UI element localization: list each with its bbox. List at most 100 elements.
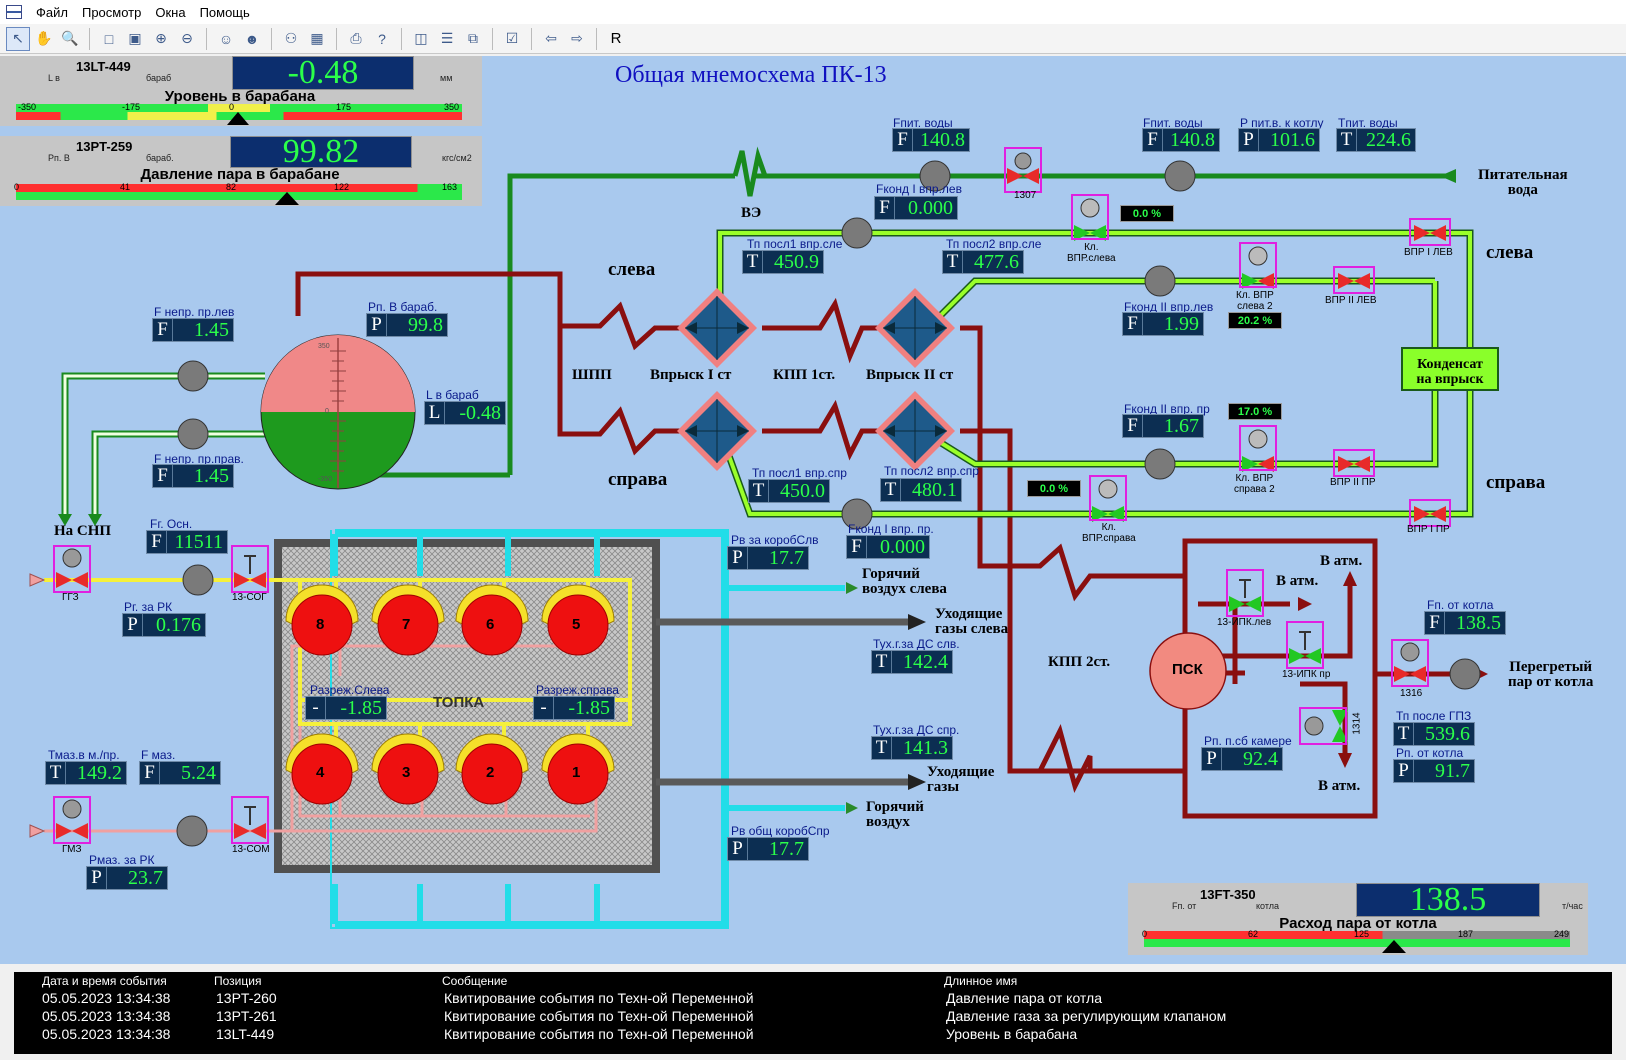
value-number: 1.67: [1164, 414, 1199, 437]
value-letter: T: [872, 651, 892, 673]
split-horizontal-icon[interactable]: ☰: [440, 30, 454, 46]
burner-2[interactable]: 2: [486, 764, 495, 781]
menu-view[interactable]: Просмотр: [81, 4, 142, 20]
event-row-time[interactable]: 05.05.2023 13:34:38: [42, 1008, 171, 1024]
event-row-longname[interactable]: Давление пара от котла: [946, 990, 1102, 1006]
event-row-longname[interactable]: Давление газа за регулирующим клапаном: [946, 1008, 1227, 1024]
scale-tick: 175: [336, 102, 352, 112]
burner-5[interactable]: 5: [572, 616, 581, 633]
event-row-message[interactable]: Квитирование события по Техн-ой Переменн…: [444, 1008, 754, 1024]
razl-value[interactable]: --1.85: [305, 696, 387, 720]
help-icon[interactable]: ?: [378, 30, 386, 47]
drum-level-panel[interactable]: 13LT-449 L в бараб -0.48 мм Уровень в ба…: [0, 56, 482, 126]
r-button[interactable]: R: [610, 30, 622, 47]
window-check-icon[interactable]: ☑: [505, 30, 519, 46]
flow-meters[interactable]: [176, 160, 1481, 847]
burner-3[interactable]: 3: [402, 764, 411, 781]
event-row-time[interactable]: 05.05.2023 13:34:38: [42, 990, 171, 1006]
fkond1l-tag: Fконд I впр.лев: [876, 182, 962, 196]
menu-windows[interactable]: Окна: [155, 4, 186, 20]
event-row-position[interactable]: 13PT-261: [216, 1008, 277, 1024]
fros-tag: Fг. Осн.: [150, 517, 193, 531]
users-icon[interactable]: ☺: [218, 30, 234, 47]
steam-flow-panel[interactable]: 13FT-350 Fп. от котла 138.5 т/час Расход…: [1128, 881, 1588, 955]
calculator-icon[interactable]: ▦: [310, 30, 324, 46]
value-number: 142.4: [903, 650, 948, 673]
printer-icon[interactable]: ⎙: [350, 30, 362, 46]
event-header-longname[interactable]: Длинное имя: [944, 974, 1018, 988]
back-arrow-icon[interactable]: ⇦: [545, 30, 557, 46]
burner-7[interactable]: 7: [402, 616, 411, 633]
event-log-table[interactable]: Дата и время события Позиция Сообщение Д…: [14, 972, 1612, 1054]
forward-arrow-icon[interactable]: ⇨: [571, 30, 583, 46]
tuxr-tag: Тух.г.за ДС спр.: [873, 723, 960, 737]
event-header-message[interactable]: Сообщение: [442, 974, 508, 988]
burner-1[interactable]: 1: [572, 764, 581, 781]
event-row-longname[interactable]: Уровень в барабана: [946, 1026, 1078, 1042]
burner-8[interactable]: 8: [316, 616, 325, 633]
hand-icon[interactable]: ✋: [35, 30, 53, 46]
event-row-time[interactable]: 05.05.2023 13:34:38: [42, 1026, 171, 1042]
value-letter: F: [1143, 129, 1163, 151]
cascade-icon[interactable]: ⧉: [468, 30, 478, 46]
valve-1307-tag: 1307: [1014, 190, 1037, 201]
burner-6[interactable]: 6: [486, 616, 495, 633]
event-header-position[interactable]: Позиция: [214, 974, 262, 988]
lbarab-value[interactable]: L-0.48: [424, 401, 506, 425]
injection-2-label: Впрыск II ст: [866, 367, 954, 383]
event-header-time[interactable]: Дата и время события: [42, 974, 167, 988]
menu-file[interactable]: Файл: [36, 4, 68, 20]
razr-value[interactable]: --1.85: [533, 696, 615, 720]
event-row-message[interactable]: Квитирование события по Техн-ой Переменн…: [444, 1026, 754, 1042]
burner-4[interactable]: 4: [316, 764, 325, 781]
valves[interactable]: [53, 147, 1451, 844]
event-row-message[interactable]: Квитирование события по Техн-ой Переменн…: [444, 990, 754, 1006]
event-row-position[interactable]: 13LT-449: [216, 1026, 275, 1042]
event-row-position[interactable]: 13PT-260: [216, 990, 277, 1006]
magnifier-icon[interactable]: 🔍: [61, 30, 79, 46]
drum-pressure-panel[interactable]: 13PT-259 Рп. В бараб. 99.82 кгс/см2 Давл…: [0, 133, 482, 206]
fnepl-tag: F непр. пр.лев: [154, 305, 235, 319]
user-settings-icon[interactable]: ☻: [244, 30, 260, 47]
continuous-blowdown-lines: [61, 372, 265, 516]
zoom-100-icon[interactable]: □: [104, 30, 114, 47]
zoom-in-icon[interactable]: ⊕: [155, 30, 167, 46]
zoom-fit-icon[interactable]: ▣: [128, 30, 142, 46]
value-number: 480.1: [912, 478, 957, 501]
zoom-out-icon[interactable]: ⊖: [181, 30, 193, 46]
binoculars-icon[interactable]: ⚇: [284, 30, 298, 46]
app-icon[interactable]: [6, 5, 22, 19]
menu-help[interactable]: Помощь: [199, 4, 250, 20]
pointer-icon[interactable]: ↖: [6, 26, 30, 51]
split-vertical-icon[interactable]: ◫: [414, 30, 428, 46]
tuxl-value[interactable]: T 142.4: [871, 650, 953, 674]
flow-scale-bar: [1144, 931, 1570, 939]
